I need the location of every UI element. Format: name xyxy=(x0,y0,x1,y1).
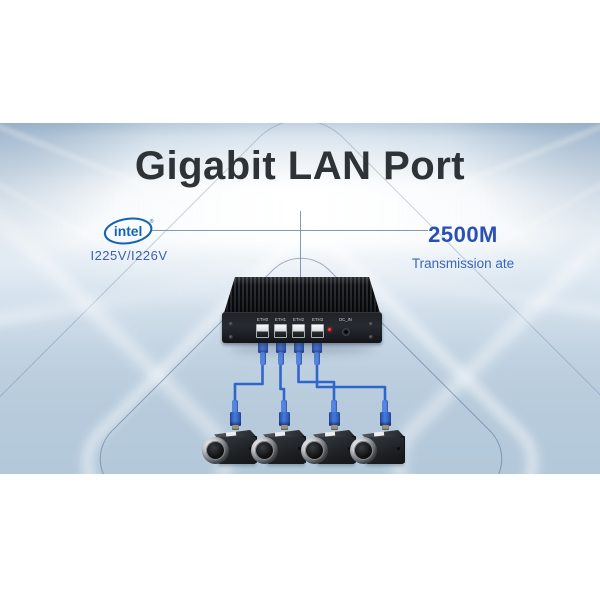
camera-plug-tip xyxy=(381,425,389,430)
camera-screw-dot xyxy=(397,447,400,450)
rj45-plug-boot xyxy=(259,352,266,365)
camera-plug xyxy=(229,412,241,426)
port-label: ETH0 xyxy=(257,317,268,322)
registered-mark: ® xyxy=(150,218,154,225)
device-shadow xyxy=(230,343,374,353)
screw-icon xyxy=(229,335,233,339)
camera-screw-dot xyxy=(249,447,252,450)
port-label: ETH3 xyxy=(311,317,323,322)
screw-icon xyxy=(369,335,373,339)
intel-logo-text: intel xyxy=(114,223,143,239)
camera-plug-boot xyxy=(281,400,287,414)
industrial-camera xyxy=(301,428,359,468)
mini-pc: ETH0 ETH1 ETH2 ETH3 DC_IN xyxy=(222,275,382,353)
lan-port xyxy=(310,324,324,338)
camera-plug xyxy=(379,412,391,426)
industrial-camera xyxy=(350,428,408,468)
front-panel: ETH0 ETH1 ETH2 ETH3 DC_IN xyxy=(222,312,382,343)
page-title: Gigabit LAN Port xyxy=(134,144,466,188)
rj45-plug-boot xyxy=(295,352,302,365)
feature-connector-line xyxy=(152,230,428,231)
camera-lens xyxy=(301,437,328,464)
rj45-plug xyxy=(312,337,322,353)
lan-port xyxy=(292,324,305,338)
screw-icon xyxy=(369,322,373,326)
camera-plug xyxy=(328,412,340,426)
power-led xyxy=(327,327,331,331)
lan-port xyxy=(256,324,269,338)
speed-value: 2500M xyxy=(428,222,498,247)
intel-logo-icon: intel ® xyxy=(103,217,154,245)
rj45-plug xyxy=(257,337,268,353)
heatsink-fins xyxy=(224,277,380,313)
intel-feature: intel ® I225V/I226V xyxy=(84,216,174,263)
dc-in-label: DC_IN xyxy=(339,317,352,322)
port-label: ETH1 xyxy=(275,317,286,322)
intel-chip-models: I225V/I226V xyxy=(90,248,168,263)
camera-plug-tip xyxy=(280,425,288,430)
camera-plug-boot xyxy=(232,400,238,414)
top-white-margin xyxy=(0,0,600,123)
camera-lens xyxy=(251,437,278,464)
camera-lens xyxy=(350,437,377,464)
speed-caption: Transmission ate xyxy=(411,256,515,271)
lan-port xyxy=(274,324,287,338)
camera-screw-dot xyxy=(348,447,351,450)
camera-plug-tip xyxy=(330,425,338,430)
camera-plug xyxy=(278,412,290,426)
rj45-plug-boot xyxy=(277,352,284,365)
rj45-plug xyxy=(293,337,304,353)
rj45-plug-boot xyxy=(314,352,320,365)
ethernet-cables xyxy=(233,351,387,404)
bottom-white-margin xyxy=(0,474,600,600)
dc-power-jack xyxy=(341,328,350,336)
screw-icon xyxy=(229,322,233,326)
camera-lens xyxy=(202,437,229,464)
port-label: ETH2 xyxy=(293,317,304,322)
industrial-camera xyxy=(251,428,309,468)
camera-plug-tip xyxy=(231,425,239,430)
camera-screw-dot xyxy=(298,447,301,450)
rj45-plug xyxy=(275,337,286,353)
camera-plug-boot xyxy=(382,400,388,414)
speed-feature: 2500M Transmission ate xyxy=(398,222,528,271)
hero-scene: Gigabit LAN Port intel ® I225V/I226V 250… xyxy=(0,123,600,474)
camera-plug-boot xyxy=(331,400,337,414)
device-pointer-line xyxy=(300,211,301,277)
